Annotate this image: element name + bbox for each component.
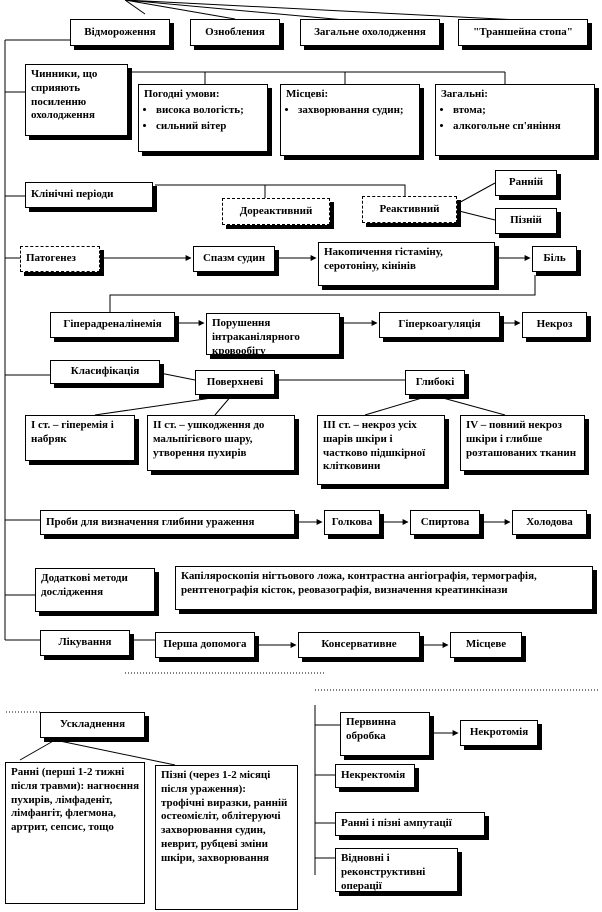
- period-early: Ранній: [495, 170, 557, 196]
- classification-title: Класифікація: [50, 360, 160, 384]
- surgery-amputations: Ранні і пізні ампутації: [335, 812, 485, 836]
- treatment-title: Лікування: [40, 630, 130, 656]
- methods-title: Додаткові методи дослідження: [35, 568, 155, 612]
- pathogenesis-hyperadrenalinemia: Гіперадреналінемія: [50, 312, 175, 338]
- pathogenesis-accumulation: Накопичення гістаміну, серотоніну, кінін…: [318, 242, 495, 286]
- treatment-first-aid: Перша допомога: [155, 632, 255, 658]
- classification-degree-3: ІІІ ст. – некроз усіх шарів шкіри і част…: [317, 415, 445, 485]
- pathogenesis-spasm: Спазм судин: [193, 246, 275, 272]
- surgery-necrotomy: Некротомія: [460, 720, 538, 746]
- surgery-necrectomy: Некректомія: [335, 764, 415, 788]
- test-needle: Голкова: [324, 510, 380, 535]
- factors-weather-item: сильний вітер: [156, 120, 262, 134]
- factors-local: Місцеві: захворювання судин;: [280, 84, 420, 156]
- factors-general-title: Загальні:: [441, 88, 488, 100]
- periods-title: Клінічні періоди: [25, 182, 153, 208]
- type-trench-foot: "Траншейна стопа": [458, 19, 588, 46]
- pathogenesis-title: Патогенез: [20, 246, 100, 272]
- pathogenesis-microcirculation: Порушення інтраканілярного кровообігу: [206, 313, 340, 357]
- surgery-reconstructive: Відновні і реконструктивні операції: [335, 848, 458, 892]
- factors-general-item: втома;: [453, 104, 589, 118]
- period-prereactive: Дореактивний: [222, 198, 330, 225]
- period-late: Пізній: [495, 208, 557, 234]
- surgery-primary: Первинна обробка: [340, 712, 430, 756]
- type-chilblains: Ознобления: [190, 19, 280, 46]
- complications-late: Пізні (через 1-2 місяці після ураження):…: [155, 765, 298, 910]
- factors-weather-item: висока вологість;: [156, 104, 262, 118]
- factors-local-title: Місцеві:: [286, 88, 329, 100]
- classification-deep: Глибокі: [405, 370, 465, 395]
- pathogenesis-necrosis: Некроз: [522, 312, 587, 338]
- factors-general-item: алкогольне сп'яніння: [453, 120, 589, 134]
- factors-weather-title: Погодні умови:: [144, 88, 220, 100]
- complications-early: Ранні (перші 1-2 тижні після травми): на…: [5, 762, 145, 904]
- treatment-conservative: Консервативне: [298, 632, 420, 658]
- factors-local-item: захворювання судин;: [298, 104, 414, 118]
- treatment-local: Місцеве: [450, 632, 522, 658]
- test-cold: Холодова: [512, 510, 587, 535]
- pathogenesis-pain: Біль: [532, 246, 577, 272]
- classification-degree-1: І ст. – гіперемія і набряк: [25, 415, 135, 461]
- factors-title: Чинники, що сприяють посиленню охолоджен…: [25, 64, 128, 136]
- complications-title: Ускладнення: [40, 712, 145, 738]
- classification-degree-4: IV – повний некроз шкіри і глибше розташ…: [460, 415, 585, 471]
- pathogenesis-hypercoagulation: Гіперкоагуляція: [379, 312, 500, 338]
- test-alcohol: Спиртова: [410, 510, 480, 535]
- classification-degree-2: ІІ ст. – ушкодження до мальпігієвого шар…: [147, 415, 295, 471]
- period-reactive: Реактивний: [362, 196, 457, 223]
- factors-general: Загальні: втома; алкогольне сп'яніння: [435, 84, 595, 156]
- classification-superficial: Поверхневі: [195, 370, 275, 395]
- type-general-cooling: Загальне охолодження: [300, 19, 440, 46]
- tests-title: Проби для визначення глибини ураження: [40, 510, 295, 535]
- factors-weather: Погодні умови: висока вологість; сильний…: [138, 84, 268, 152]
- type-frostbite: Відмороження: [70, 19, 170, 46]
- methods-text: Капіляроскопія нігтьового ложа, контраст…: [175, 566, 593, 610]
